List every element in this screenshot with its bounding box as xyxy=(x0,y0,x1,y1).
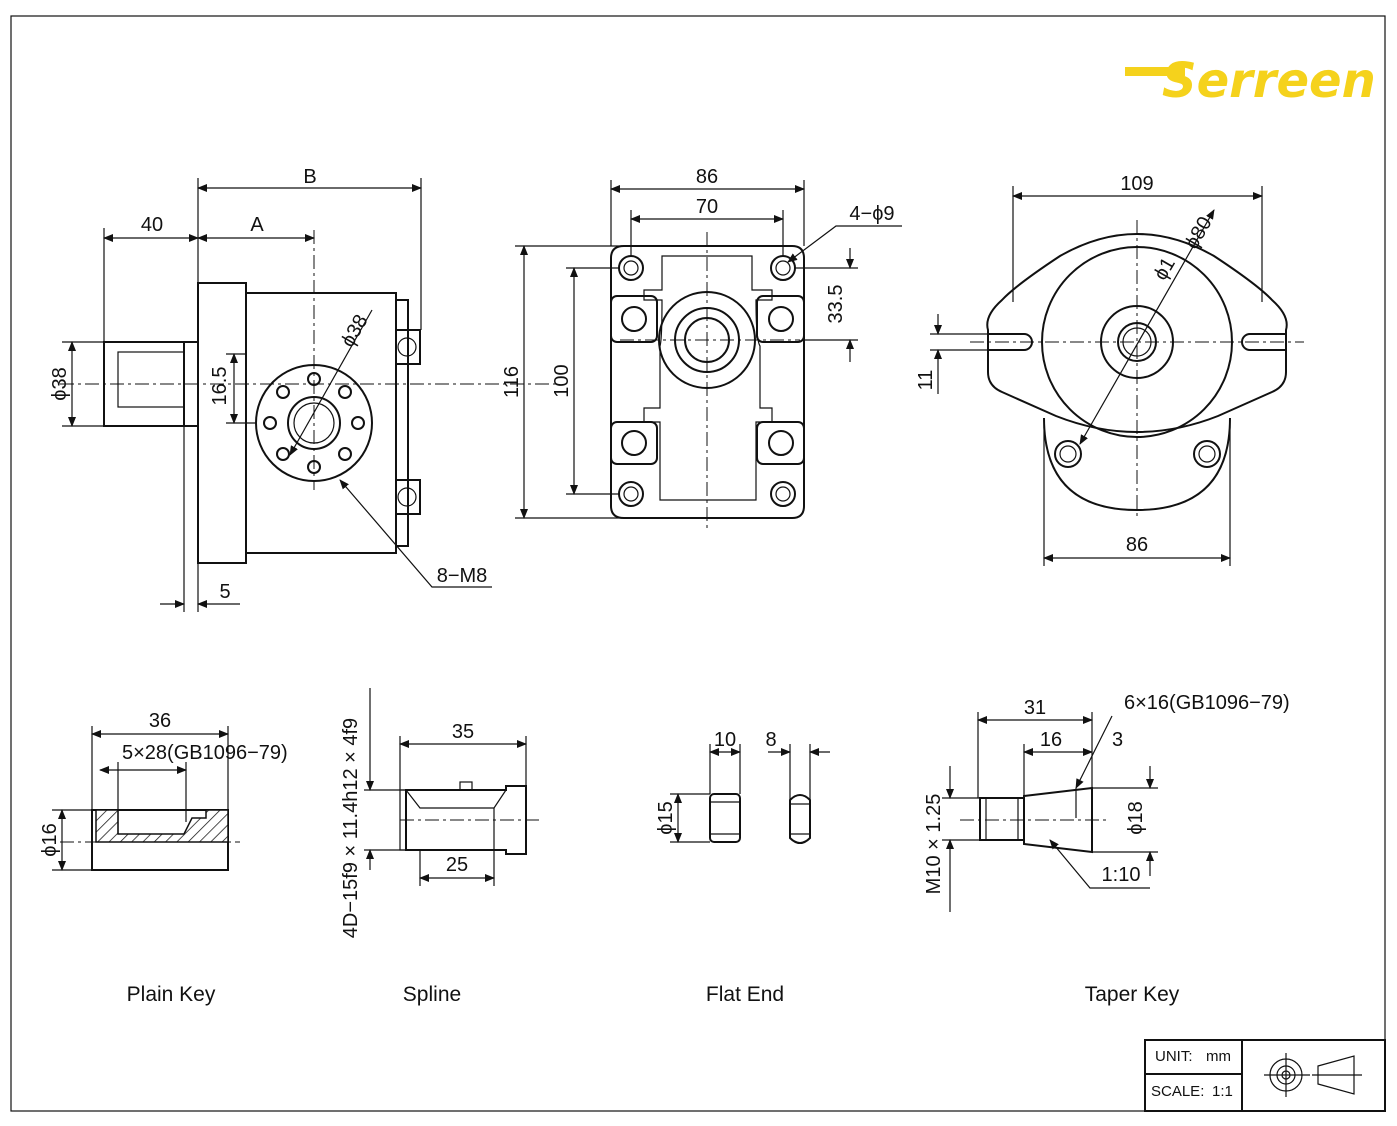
spline-dim-35: 35 xyxy=(452,721,474,743)
side-view: B 40 A ϕ38 16.5 ϕ38 8−M8 5 xyxy=(49,166,560,612)
caption-flat-end: Flat End xyxy=(706,983,784,1006)
pump-body xyxy=(245,292,397,554)
brand-logo-text: Serreen xyxy=(1162,53,1376,109)
dim-phi80: ϕ80 xyxy=(1181,213,1217,253)
caption-spline: Spline xyxy=(403,983,461,1006)
taper-key-dim-3: 3 xyxy=(1112,729,1123,751)
flat-end-dim-10: 10 xyxy=(714,729,736,751)
taper-key-thread: M10 × 1.25 xyxy=(923,794,945,895)
taper-key-spec: 6×16(GB1096−79) xyxy=(1124,692,1290,714)
dim-phi1: ϕ1 xyxy=(1150,254,1180,284)
dim-109: 109 xyxy=(1120,173,1153,195)
dim-A: A xyxy=(250,214,264,236)
taper-key-dim-31: 31 xyxy=(1024,697,1046,719)
projection-symbol-icon xyxy=(1264,1053,1362,1097)
caption-plain-key: Plain Key xyxy=(127,983,216,1006)
scale-value: 1:1 xyxy=(1212,1083,1233,1100)
dim-phi38-shaft: ϕ38 xyxy=(49,367,71,400)
dim-116: 116 xyxy=(501,366,523,398)
plain-key-detail: 36 5×28(GB1096−79) ϕ16 Plain Key xyxy=(39,710,288,1006)
scale-label: SCALE: xyxy=(1151,1083,1204,1100)
spline-dim-25: 25 xyxy=(446,854,468,876)
unit-label: UNIT: xyxy=(1155,1048,1193,1065)
taper-key-dim-16: 16 xyxy=(1040,729,1062,751)
brand-logo: Serreen xyxy=(1125,53,1376,109)
dim-100: 100 xyxy=(551,364,573,397)
dim-33-5: 33.5 xyxy=(825,285,847,324)
flat-end-dim-8: 8 xyxy=(765,729,776,751)
plain-key-spec: 5×28(GB1096−79) xyxy=(122,742,288,764)
dim-86-flange: 86 xyxy=(1126,534,1148,556)
dim-86: 86 xyxy=(696,166,718,188)
dim-11: 11 xyxy=(915,370,937,391)
dim-70: 70 xyxy=(696,196,718,218)
unit-value: mm xyxy=(1206,1048,1231,1065)
caption-taper-key: Taper Key xyxy=(1085,983,1180,1006)
flat-end-dia: ϕ15 xyxy=(655,801,677,834)
dim-16-5: 16.5 xyxy=(209,367,231,406)
dim-phi38-pcd: ϕ38 xyxy=(337,311,373,351)
flat-end-detail: 10 8 ϕ15 Flat End xyxy=(655,729,830,1006)
dim-8-M8: 8−M8 xyxy=(437,565,488,587)
sheet-border xyxy=(10,15,1386,1112)
flange-view: ϕ80 ϕ1 109 86 11 xyxy=(915,173,1304,566)
taper-key-ratio: 1:10 xyxy=(1102,864,1141,886)
plain-key-dia: ϕ16 xyxy=(39,823,61,856)
dim-4-phi9: 4−ϕ9 xyxy=(849,203,894,225)
dim-40: 40 xyxy=(141,214,163,236)
spline-detail: 35 25 4D−15f9 × 11.4h12 × 4f9 Spline xyxy=(340,688,540,1006)
dim-B: B xyxy=(303,166,316,188)
front-view: 86 70 4−ϕ9 33.5 116 100 xyxy=(501,166,902,528)
taper-key-dia: ϕ18 xyxy=(1125,801,1147,834)
dim-5: 5 xyxy=(219,581,230,603)
title-block: UNIT: mm SCALE: 1:1 xyxy=(1144,1039,1386,1112)
spline-spec: 4D−15f9 × 11.4h12 × 4f9 xyxy=(340,718,362,938)
taper-key-detail: 31 16 6×16(GB1096−79) 3 ϕ18 M10 × 1.25 1… xyxy=(923,692,1290,1006)
plain-key-dim-36: 36 xyxy=(149,710,171,732)
